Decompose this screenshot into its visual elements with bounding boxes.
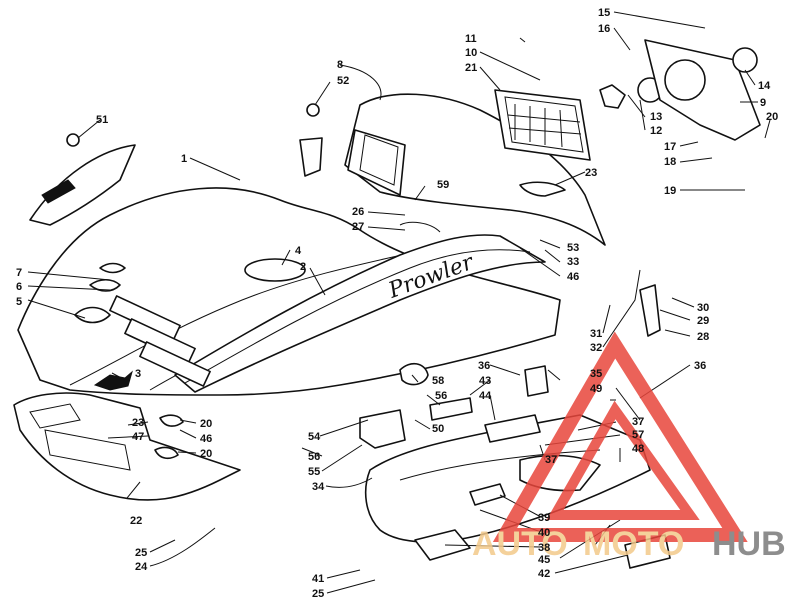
plate-43 <box>429 397 473 421</box>
callout-15: 15 <box>598 7 610 19</box>
callout-37-right: 37 <box>632 416 644 428</box>
callout-3: 3 <box>135 368 141 380</box>
callout-23-left: 23 <box>132 417 144 429</box>
latch-28 <box>639 284 661 337</box>
callout-26: 26 <box>352 206 364 218</box>
callout-32: 32 <box>590 342 602 354</box>
watermark-hub: HUB <box>712 525 786 563</box>
callout-46-left: 46 <box>200 433 212 445</box>
watermark: AUTO MOTO HUB <box>472 331 786 563</box>
callout-13: 13 <box>650 111 662 123</box>
callout-30: 30 <box>697 302 709 314</box>
watermark-auto: AUTO <box>472 525 568 563</box>
callout-19: 19 <box>664 185 676 197</box>
callout-16: 16 <box>598 23 610 35</box>
callout-7: 7 <box>16 267 22 279</box>
callout-50: 50 <box>432 423 444 435</box>
nose-cowl <box>344 93 606 246</box>
hood-body <box>17 187 561 396</box>
callout-20-top: 20 <box>766 111 778 123</box>
callout-35: 35 <box>590 368 602 380</box>
callout-58: 58 <box>432 375 444 387</box>
vent-52 <box>299 137 323 177</box>
callout-8: 8 <box>337 59 343 71</box>
grommet-52 <box>306 103 320 117</box>
callout-44: 44 <box>479 390 492 402</box>
callout-38: 38 <box>538 542 550 554</box>
callout-29: 29 <box>697 315 709 327</box>
callout-27: 27 <box>352 221 364 233</box>
callout-12: 12 <box>650 125 662 137</box>
callout-17: 17 <box>664 141 676 153</box>
callout-4: 4 <box>295 245 302 257</box>
grommet-58 <box>399 362 429 386</box>
callout-47: 47 <box>132 431 144 443</box>
callout-55: 55 <box>308 466 320 478</box>
callout-labels: 1 2 3 4 5 6 7 8 9 10 11 12 13 14 15 16 1… <box>16 7 778 600</box>
callout-48: 48 <box>632 443 644 455</box>
callout-20-mid: 20 <box>200 418 212 430</box>
callout-54: 54 <box>308 431 321 443</box>
grommet-51 <box>66 133 80 147</box>
callout-40: 40 <box>538 527 550 539</box>
callout-2: 2 <box>300 261 306 273</box>
callout-39: 39 <box>538 512 550 524</box>
callout-31: 31 <box>590 328 602 340</box>
callout-1: 1 <box>181 153 187 165</box>
callout-53: 53 <box>567 242 579 254</box>
callout-23-top: 23 <box>585 167 597 179</box>
callout-25-bottom: 25 <box>312 588 324 600</box>
headlight-assembly <box>494 39 761 161</box>
callout-57: 57 <box>632 429 644 441</box>
callout-22: 22 <box>130 515 142 527</box>
bracket-55 <box>359 409 406 449</box>
callout-5: 5 <box>16 296 22 308</box>
callout-49: 49 <box>590 383 602 395</box>
callout-59: 59 <box>437 179 449 191</box>
callout-45: 45 <box>538 554 550 566</box>
callout-56-right: 56 <box>435 390 447 402</box>
callout-46-right: 46 <box>567 271 579 283</box>
watermark-moto: MOTO <box>583 525 684 563</box>
side-panel-left <box>13 392 241 501</box>
callout-43: 43 <box>479 375 491 387</box>
callout-24: 24 <box>135 561 148 573</box>
tab-38 <box>414 529 471 561</box>
callout-6: 6 <box>16 281 22 293</box>
callout-51: 51 <box>96 114 108 126</box>
callout-42: 42 <box>538 568 550 580</box>
callout-28: 28 <box>697 331 709 343</box>
callout-41: 41 <box>312 573 324 585</box>
callout-25-left: 25 <box>135 547 147 559</box>
callout-33: 33 <box>567 256 579 268</box>
callout-9: 9 <box>760 97 766 109</box>
callout-37-mid: 37 <box>545 454 557 466</box>
callout-11: 11 <box>465 33 477 45</box>
callout-36-left: 36 <box>478 360 490 372</box>
callout-34: 34 <box>312 481 325 493</box>
callout-14: 14 <box>758 80 771 92</box>
callout-18: 18 <box>664 156 676 168</box>
wire-27 <box>399 221 441 233</box>
callout-20-low: 20 <box>200 448 212 460</box>
callout-36-right: 36 <box>694 360 706 372</box>
callout-56-left: 56 <box>308 451 320 463</box>
callout-21: 21 <box>465 62 477 74</box>
clip-20b <box>159 414 184 427</box>
callout-10: 10 <box>465 47 477 59</box>
clip-20 <box>154 446 179 460</box>
callout-52: 52 <box>337 75 349 87</box>
hinge-35 <box>524 365 549 397</box>
